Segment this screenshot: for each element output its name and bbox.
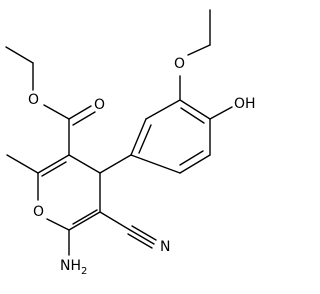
hydroxyl-label: OH (234, 96, 256, 112)
bond-c4-c3 (68, 154, 101, 174)
bond-ar3-ar4-inner (180, 107, 205, 124)
bond-c6-c5 (68, 211, 101, 231)
amino-nh: NH (60, 258, 81, 274)
bond-ar2-ar3 (145, 99, 181, 120)
nitrile-n-label: N (160, 239, 170, 255)
bond-c2-methyl (6, 154, 39, 174)
bond-c3-c2 (37, 154, 70, 174)
bond-c3-c2-double (41, 161, 67, 177)
bond-ester-carbon-carbonyl-o-a (68, 105, 92, 120)
bond-ar6-ar1 (130, 154, 181, 174)
amino-label: NH2 (60, 258, 87, 277)
bond-nitrile-triple-2 (131, 225, 157, 241)
ring-o-label: O (33, 204, 44, 220)
ester-ether-o-label: O (28, 92, 39, 108)
bond-ar1-ar2-inner (138, 124, 152, 154)
bond-ar4-hydroxyl (209, 106, 233, 120)
structure-canvas: O O O NH2 N O OH (5, 9, 256, 277)
molecule-structure: O O O NH2 N O OH (5, 9, 256, 277)
bond-ethyl-ch3-ch2 (5, 46, 34, 64)
bond-ar1-ar2 (130, 118, 147, 156)
ethoxy-o-label: O (174, 56, 185, 72)
bond-ar5-ar6 (179, 154, 211, 174)
bond-c4-aryl (99, 154, 132, 174)
bond-ester-carbon-carbonyl-o-b (72, 111, 96, 126)
bond-ethoxy-o-ch2 (187, 44, 211, 56)
bond-c5-cn (99, 211, 131, 231)
amino-subscript: 2 (81, 266, 87, 277)
bond-ester-o-carbon (43, 104, 70, 120)
bond-ar3-ar4 (179, 99, 211, 120)
bond-nitrile-triple-1 (129, 229, 155, 245)
ester-carbonyl-o-label: O (94, 97, 105, 113)
bond-c6-c5-double (72, 209, 98, 225)
bond-ar5-ar6-inner (179, 150, 204, 166)
bond-ring-o-c6 (46, 218, 70, 231)
bond-nitrile-triple-3 (127, 233, 153, 249)
